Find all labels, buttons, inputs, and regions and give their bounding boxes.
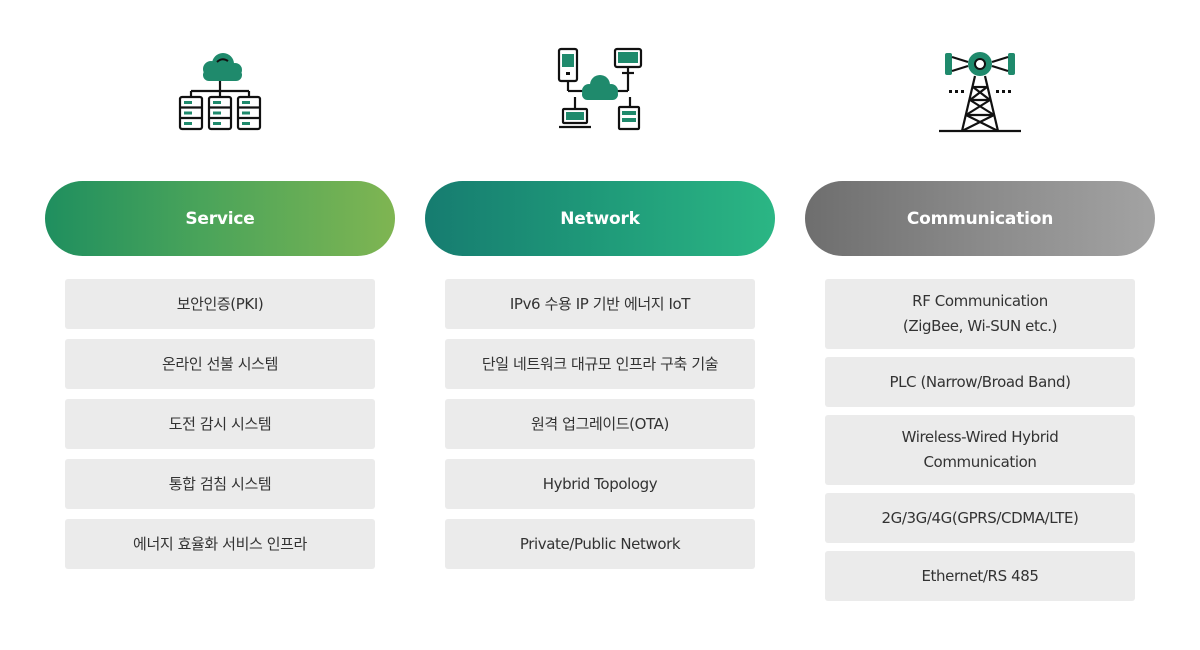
communication-list: RF Communication (ZigBee, Wi-SUN etc.) P…: [825, 279, 1135, 609]
communication-title: Communication: [906, 208, 1054, 229]
network-title: Network: [560, 208, 640, 229]
communication-item-line: 2G/3G/4G(GPRS/CDMA/LTE): [881, 508, 1079, 527]
column-communication: Communication RF Communication (ZigBee, …: [805, 0, 1155, 650]
column-service: Service 보안인증(PKI) 온라인 선불 시스템 도전 감시 시스템 통…: [45, 0, 395, 650]
service-item: 도전 감시 시스템: [65, 399, 375, 449]
transmission-tower-icon: [805, 44, 1155, 136]
network-item: Hybrid Topology: [445, 459, 755, 509]
service-item: 보안인증(PKI): [65, 279, 375, 329]
service-item: 에너지 효율화 서비스 인프라: [65, 519, 375, 569]
network-item: Private/Public Network: [445, 519, 755, 569]
communication-item-line: Wireless-Wired Hybrid: [901, 428, 1059, 446]
communication-item: Ethernet/RS 485: [825, 551, 1135, 601]
communication-header: Communication: [805, 181, 1155, 256]
communication-item: PLC (Narrow/Broad Band): [825, 357, 1135, 407]
network-header: Network: [425, 181, 775, 256]
communication-item: 2G/3G/4G(GPRS/CDMA/LTE): [825, 493, 1135, 543]
service-title: Service: [185, 208, 255, 229]
service-header: Service: [45, 181, 395, 256]
communication-item: RF Communication (ZigBee, Wi-SUN etc.): [825, 279, 1135, 349]
communication-item-line: PLC (Narrow/Broad Band): [889, 372, 1071, 391]
network-item: 원격 업그레이드(OTA): [445, 399, 755, 449]
cloud-servers-icon: [45, 44, 395, 136]
service-item: 통합 검침 시스템: [65, 459, 375, 509]
service-list: 보안인증(PKI) 온라인 선불 시스템 도전 감시 시스템 통합 검침 시스템…: [65, 279, 375, 579]
cloud-network-devices-icon: [425, 44, 775, 136]
communication-item-line: RF Communication: [912, 292, 1048, 310]
network-item: IPv6 수용 IP 기반 에너지 IoT: [445, 279, 755, 329]
column-network: Network IPv6 수용 IP 기반 에너지 IoT 단일 네트워크 대규…: [425, 0, 775, 650]
communication-item-line: Ethernet/RS 485: [921, 566, 1039, 585]
network-list: IPv6 수용 IP 기반 에너지 IoT 단일 네트워크 대규모 인프라 구축…: [445, 279, 755, 579]
service-item: 온라인 선불 시스템: [65, 339, 375, 389]
communication-item-line: Communication: [923, 453, 1037, 471]
communication-item-line: (ZigBee, Wi-SUN etc.): [902, 317, 1058, 335]
network-item: 단일 네트워크 대규모 인프라 구축 기술: [445, 339, 755, 389]
communication-item: Wireless-Wired Hybrid Communication: [825, 415, 1135, 485]
